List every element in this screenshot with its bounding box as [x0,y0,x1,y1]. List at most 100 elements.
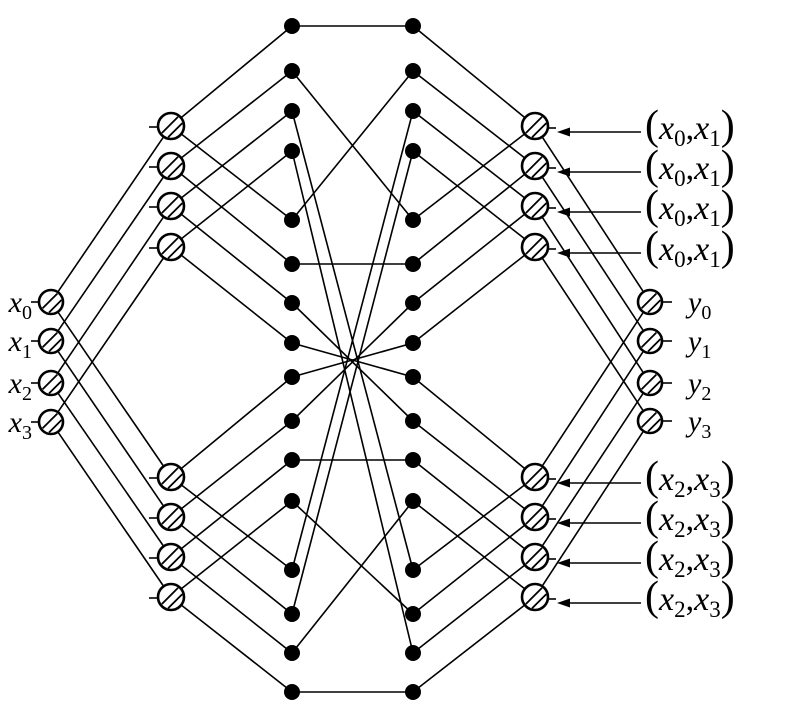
output-node-y1 [636,327,664,355]
junction-dot-C2 [405,103,421,119]
junction-dot-B6 [284,295,300,311]
pair-label: (x0,x1) [645,143,735,191]
switch-circle [520,232,550,262]
junction-dot-B3 [284,143,300,159]
edge-B12-C2 [291,110,414,571]
copy-node-A1 [156,151,186,181]
pair-node-D7 [520,582,550,612]
edge-A3-B7 [181,255,293,344]
hatch-line-0 [41,412,58,429]
edge-C4-D0 [412,133,525,221]
hatch-line-0 [161,507,179,525]
edge-A6-B10 [181,459,293,549]
junction-dot-B7 [284,335,300,351]
edge-B14-C11 [291,500,414,654]
edge-C13-D5 [412,525,525,615]
junction-dot-C9 [405,413,421,429]
pair-annotation-D0: (x0,x1) [557,103,735,151]
pair-node-D5 [520,502,550,532]
junction-dot-B8 [284,369,300,385]
switch-circle [636,327,664,355]
edge-x1-A5 [57,351,164,506]
junction-dot-B5 [284,256,300,272]
hatch-line-1 [167,553,183,569]
hatch-line-1 [167,513,183,529]
edge-A2-B2 [181,110,293,199]
junction-dot-C8 [405,369,421,385]
hatch-line-0 [161,196,179,214]
hatch-line-1 [531,202,547,218]
hatch-line-1 [531,122,547,138]
pair-label: (x0,x1) [645,224,735,272]
edge-C2-D2 [412,110,525,199]
hatch-line-0 [161,547,179,565]
tick-layer [31,126,672,600]
edge-x0-A4 [57,312,164,466]
switch-circle [156,191,186,221]
junction-dot-C4 [405,212,421,228]
arrowhead-left-icon [557,207,570,217]
pair-node-D4 [520,462,550,492]
hatch-line-1 [647,418,662,433]
hatch-line-0 [525,587,543,605]
pair-label: (x0,x1) [645,103,735,151]
hatch-line-0 [161,237,179,255]
junction-dot-C12 [405,562,421,578]
hatch-line-0 [41,331,58,348]
edge-A7-B15 [181,604,293,693]
copy-node-A4 [156,462,186,492]
switch-circle [156,462,186,492]
input-node-x2 [37,369,65,397]
edge-D4-y0 [542,312,644,466]
switch-circle [156,502,186,532]
copy-node-A0 [156,111,186,141]
arrowhead-left-icon [557,598,570,608]
edge-C7-D3 [412,255,525,344]
pair-node-D0 [520,111,550,141]
arrowhead-left-icon [557,518,570,528]
edge-A6-B14 [181,565,293,654]
junction-dot-B12 [284,562,300,578]
node-label-y3: y3 [685,405,711,443]
hatch-line-0 [525,196,543,214]
switch-circle [520,542,550,572]
hatch-line-1 [167,593,183,609]
hatch-line-1 [167,122,183,138]
pair-annotation-D5: (x2,x3) [557,494,735,542]
junction-dot-C11 [405,493,421,509]
hatch-line-1 [647,338,662,353]
junction-dot-C0 [405,18,421,34]
hatch-line-1 [48,380,63,395]
junction-dot-C3 [405,143,421,159]
pair-node-D3 [520,232,550,262]
hatch-line-1 [531,593,547,609]
pair-label: (x2,x3) [645,574,735,622]
hatch-line-1 [48,299,63,314]
hatch-line-1 [531,243,547,259]
junction-dot-C13 [405,606,421,622]
junction-dot-B1 [284,63,300,79]
hatch-line-0 [161,587,179,605]
switch-circle [156,232,186,262]
node-label-x3: x3 [8,406,32,444]
edge-layer [57,25,644,693]
edge-A1-B5 [181,174,293,265]
hatch-line-0 [41,373,58,390]
junction-dot-C7 [405,335,421,351]
edge-A2-B6 [181,214,293,304]
switch-circle [520,151,550,181]
hatch-line-1 [167,243,183,259]
switch-circle [37,288,65,316]
switch-circle [156,111,186,141]
junction-dot-C14 [405,645,421,661]
pair-annotation-D6: (x2,x3) [557,534,735,582]
arrowhead-left-icon [557,248,570,258]
edge-C8-D4 [412,376,525,469]
edge-D3-y3 [542,258,644,411]
edge-C12-D4 [412,484,525,571]
output-node-y0 [636,288,664,316]
edge-C14-D6 [412,565,525,654]
edge-A4-B8 [181,376,293,469]
